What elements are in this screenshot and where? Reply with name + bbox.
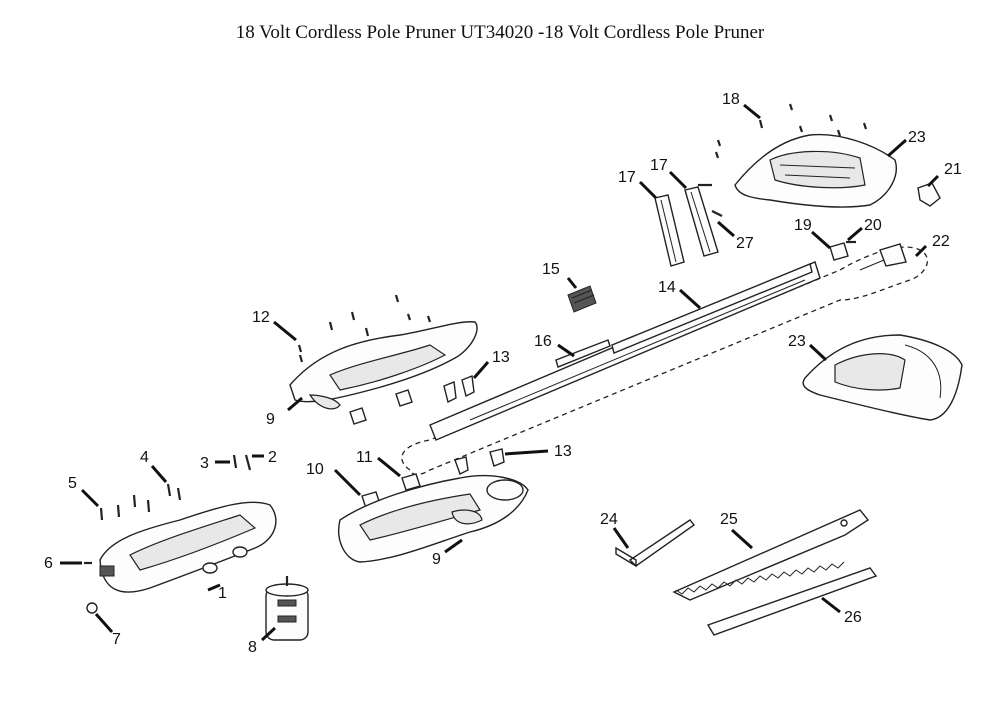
callout-20: 20: [864, 217, 882, 234]
callout-5: 5: [68, 475, 77, 492]
callout-19: 19: [794, 217, 812, 234]
part-5-screws: [99, 494, 151, 521]
part-4-screws: [166, 483, 182, 501]
callout-11: 11: [356, 449, 373, 466]
part-17-bracket-right: [684, 186, 719, 257]
callout-18: 18: [722, 91, 740, 108]
part-7-nut: [86, 602, 98, 614]
callout-17-right: 17: [650, 157, 668, 174]
callout-16: 16: [534, 333, 552, 350]
callout-9-lower: 9: [432, 551, 441, 568]
wire-harness-path: [401, 246, 929, 476]
part-23-housing-lower: [802, 334, 963, 421]
callout-1: 1: [218, 585, 227, 602]
part-15-grip: [567, 285, 597, 313]
callout-4: 4: [140, 449, 149, 466]
saw-blade-icon: [672, 509, 870, 601]
callout-3: 3: [200, 455, 209, 472]
part-19-switch: [829, 242, 849, 261]
callout-26: 26: [844, 609, 862, 626]
diagram-title: 18 Volt Cordless Pole Pruner UT34020 -18…: [235, 22, 765, 43]
callout-9-upper: 9: [266, 411, 275, 428]
part-9-housing-lower: [338, 475, 529, 563]
part-12-screws: [297, 294, 432, 363]
part-9-housing-upper: [289, 321, 478, 410]
callout-10: 10: [306, 461, 324, 478]
callout-25: 25: [720, 511, 738, 528]
callout-8: 8: [248, 639, 257, 656]
callout-7: 7: [112, 631, 121, 648]
callout-6: 6: [44, 555, 53, 572]
part-13-clips-upper: [443, 375, 475, 404]
part-16-strip: [555, 339, 611, 368]
callout-17-left: 17: [618, 169, 636, 186]
part-2-screw: [244, 454, 252, 471]
callout-14: 14: [658, 279, 676, 296]
callout-23-lower: 23: [788, 333, 806, 350]
callout-13-lower: 13: [554, 443, 572, 460]
hex-key-icon: [615, 519, 696, 568]
screw-icon: [711, 210, 723, 217]
part-10-pad: [349, 407, 367, 425]
motor-icon: [265, 576, 309, 641]
callout-12: 12: [252, 309, 270, 326]
leader-lines: [60, 103, 940, 642]
part-14-tube: [429, 261, 821, 441]
callout-15: 15: [542, 261, 560, 278]
part-26-sheath: [706, 567, 878, 636]
callout-22: 22: [932, 233, 950, 250]
part-3-screw: [232, 454, 238, 469]
part-23-housing-upper: [734, 133, 897, 208]
callout-23-upper: 23: [908, 129, 926, 146]
callout-21: 21: [944, 161, 962, 178]
callout-13-upper: 13: [492, 349, 510, 366]
part-13-clips-lower: [454, 448, 505, 475]
part-1-gearbox: [99, 501, 277, 593]
callout-27: 27: [736, 235, 754, 252]
part-22-connector: [859, 243, 907, 271]
callout-24: 24: [600, 511, 618, 528]
part-11-pad: [395, 389, 413, 407]
part-17-bracket-left: [654, 194, 685, 267]
callout-2: 2: [268, 449, 277, 466]
part-18-screws: [714, 103, 868, 159]
part-11-pad: [401, 473, 421, 491]
